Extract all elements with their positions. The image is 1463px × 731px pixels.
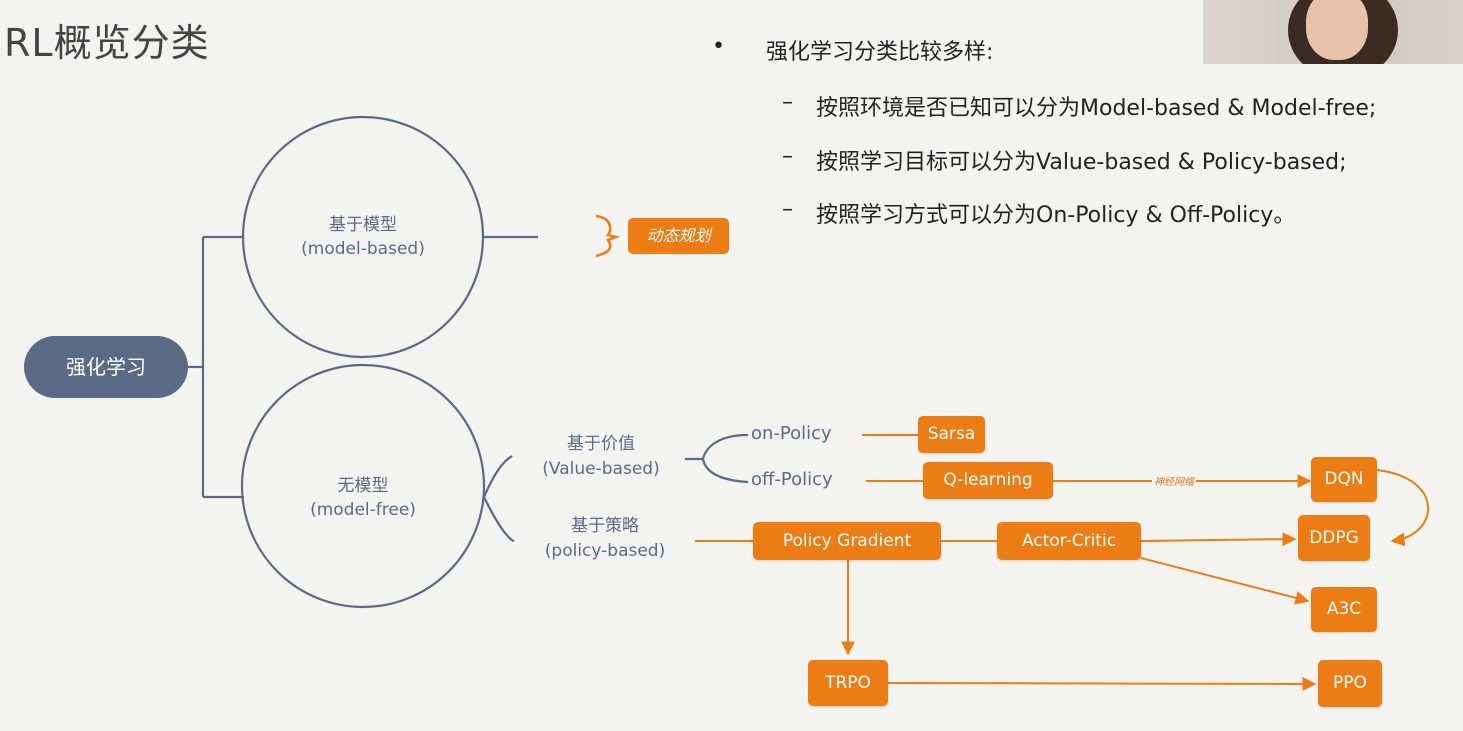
value-based-label: 基于价值 (Value-based) — [516, 432, 686, 482]
bullet-item-text: 按照学习目标可以分为Value-based & Policy-based; — [816, 150, 1347, 175]
model-free-en: (model-free) — [310, 500, 416, 520]
page-title: RL概览分类 — [4, 21, 210, 65]
a3c-box: A3C — [1311, 587, 1377, 632]
model-free-cn: 无模型 — [337, 476, 389, 496]
model-based-label: 基于模型 (model-based) — [268, 213, 458, 261]
ac-to-a3c — [1140, 557, 1310, 605]
bullet-heading: 强化学习分类比较多样: — [766, 40, 994, 65]
on-policy-label: on-Policy — [751, 423, 832, 444]
dqn-to-ddpg — [1376, 469, 1429, 547]
model-based-cn: 基于模型 — [329, 215, 397, 235]
trpo-box: TRPO — [808, 660, 888, 706]
root-connector — [188, 235, 244, 499]
model-free-branch — [482, 455, 515, 543]
policy-based-label: 基于策略 (policy-based) — [516, 514, 694, 564]
bullet-item-text: 按照环境是否已知可以分为Model-based & Model-free; — [816, 96, 1377, 121]
presenter-face — [1306, 0, 1368, 60]
actor-critic-box: Actor-Critic — [997, 522, 1141, 560]
policy-gradient-box: Policy Gradient — [753, 522, 941, 560]
q-learning-box: Q-learning — [923, 462, 1053, 499]
webcam-overlay — [1203, 0, 1463, 64]
value-based-cn: 基于价值 — [567, 434, 635, 454]
model-based-en: (model-based) — [301, 239, 425, 259]
dynamic-programming-box: 动态规划 — [628, 218, 729, 254]
dqn-box: DQN — [1311, 457, 1377, 502]
ac-to-ddpg — [1140, 532, 1297, 547]
neural-network-label: 神经网络 — [1152, 473, 1196, 488]
ppo-box: PPO — [1318, 660, 1382, 707]
dp-bracket — [595, 214, 621, 258]
value-brace — [685, 433, 749, 484]
model-free-label: 无模型 (model-free) — [268, 474, 458, 522]
policy-based-cn: 基于策略 — [571, 516, 639, 536]
root-node-rl: 强化学习 — [24, 336, 188, 398]
bullet-item-text: 按照学习方式可以分为On-Policy & Off-Policy。 — [816, 203, 1296, 228]
ddpg-box: DDPG — [1298, 515, 1370, 561]
bullet-dash: – — [782, 197, 793, 222]
sarsa-box: Sarsa — [918, 416, 985, 453]
bullet-dash: – — [782, 144, 793, 169]
trpo-to-ppo — [887, 676, 1317, 691]
model-free-circle — [240, 363, 486, 609]
policy-based-en: (policy-based) — [544, 541, 666, 561]
off-policy-label: off-Policy — [751, 469, 833, 490]
value-based-en: (Value-based) — [542, 459, 660, 479]
bullet-marker: • — [712, 34, 725, 59]
bullet-dash: – — [782, 90, 793, 115]
